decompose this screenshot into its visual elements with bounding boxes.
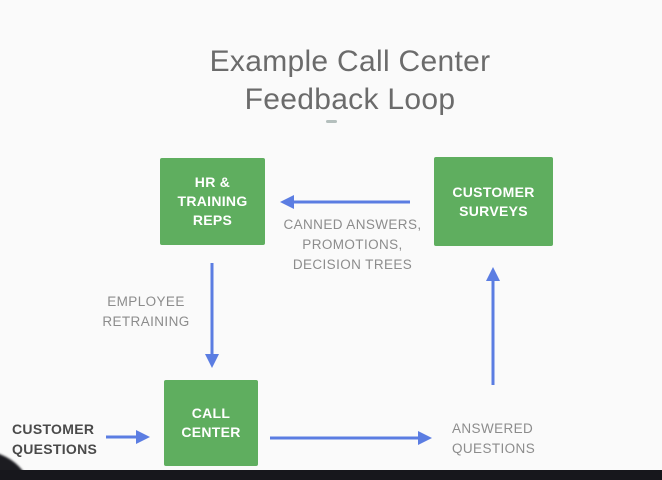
- node-call-center-label: CALL CENTER: [181, 405, 241, 440]
- annotation-canned-answers: CANNED ANSWERS, PROMOTIONS, DECISION TRE…: [283, 217, 422, 272]
- annotation-answered-questions: ANSWERED QUESTIONS: [452, 421, 536, 456]
- annotation-employee-retraining: EMPLOYEE RETRAINING: [102, 294, 190, 329]
- node-customer-surveys: CUSTOMER SURVEYS: [434, 157, 553, 246]
- node-customer-surveys-label: CUSTOMER SURVEYS: [452, 183, 535, 219]
- node-hr-training-reps: HR & TRAINING REPS: [160, 158, 265, 245]
- node-call-center: CALL CENTER: [164, 380, 258, 466]
- video-bottom-bar: [0, 470, 662, 480]
- annotation-customer-questions: CUSTOMER QUESTIONS: [12, 421, 98, 457]
- cursor-mark: [326, 120, 337, 123]
- node-hr-training-reps-label: HR & TRAINING REPS: [177, 174, 248, 228]
- slide-title: Example Call Center Feedback Loop: [209, 45, 491, 116]
